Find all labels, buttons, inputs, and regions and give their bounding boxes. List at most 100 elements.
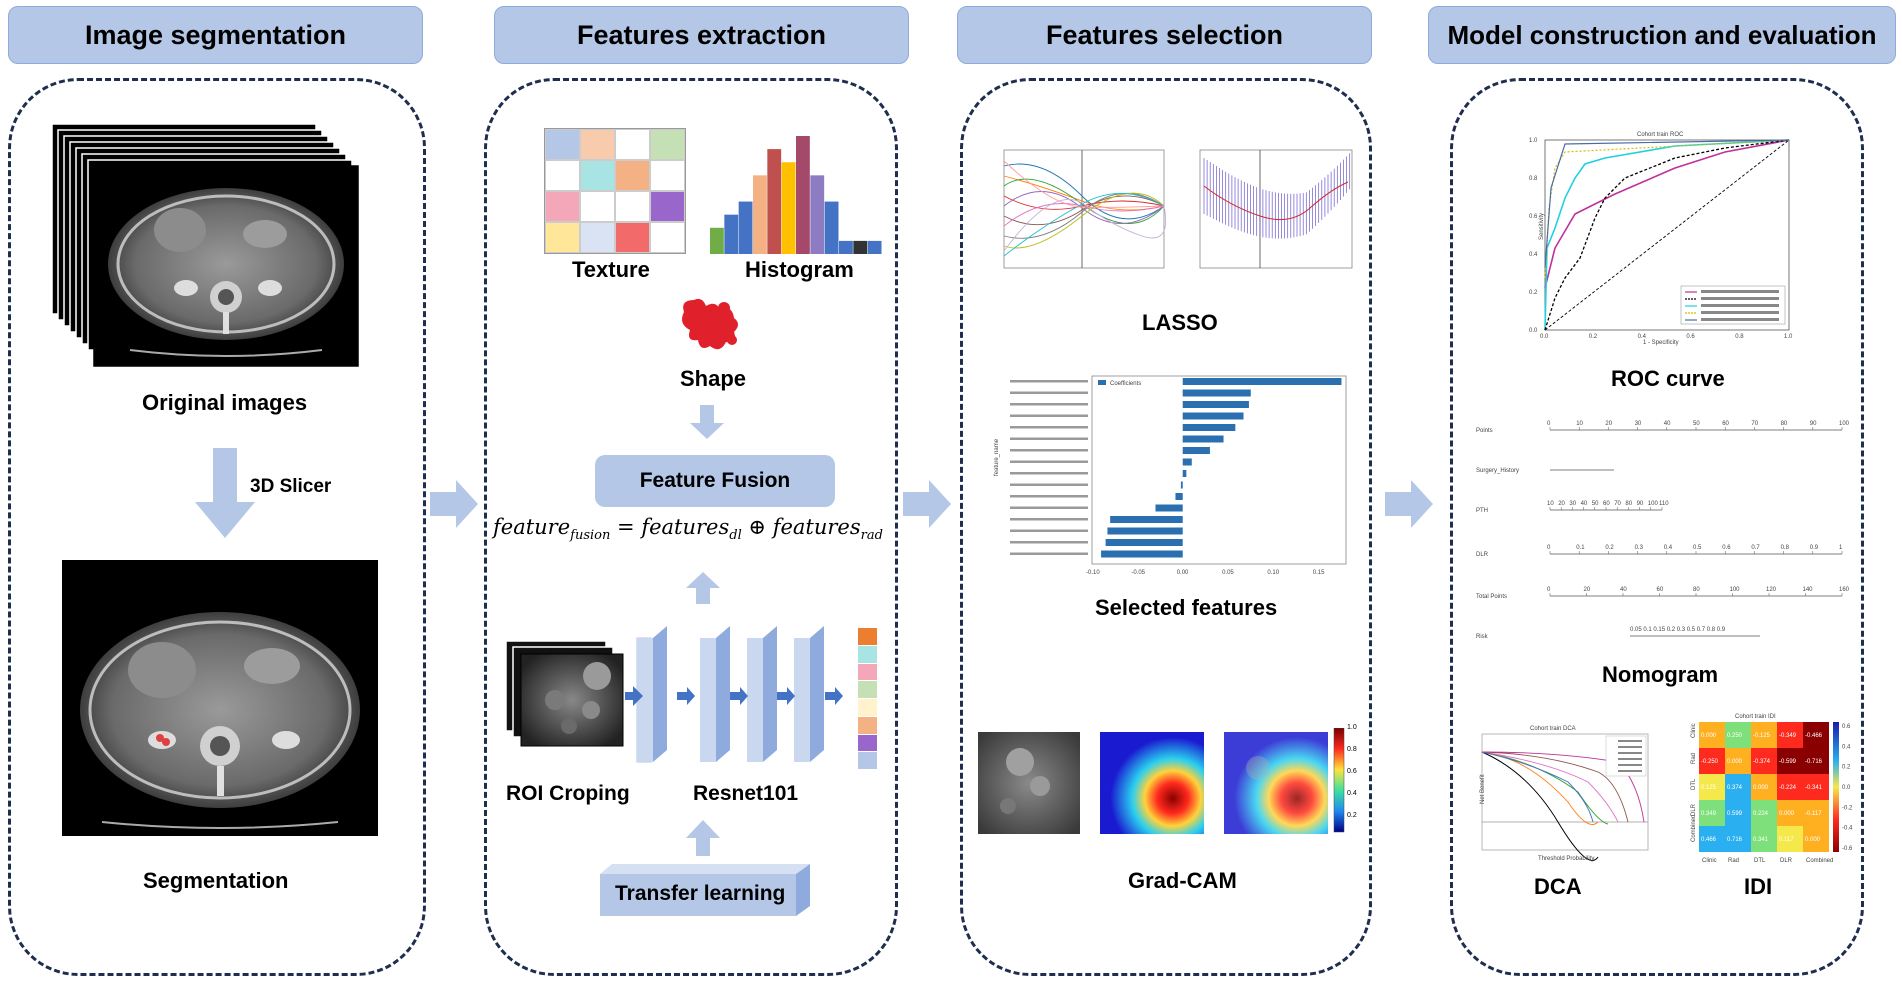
- selected-features-label: Selected features: [1095, 595, 1278, 620]
- texture-cell: [650, 129, 685, 160]
- nomogram-row-label: Surgery_History: [1476, 468, 1519, 474]
- idi-cell-value: 0.000: [1753, 785, 1769, 791]
- dca-title: Cohort train DCA: [1530, 726, 1576, 732]
- nomogram-tick-label: 20: [1584, 587, 1591, 593]
- idi-cell: [1725, 800, 1751, 826]
- gradcam-images: [978, 728, 1345, 834]
- idi-cell: [1751, 774, 1777, 800]
- arrow-down-icon: [195, 448, 255, 538]
- nomogram-tick-label: 90: [1637, 501, 1644, 507]
- nomogram-row-label: Total Points: [1476, 594, 1507, 600]
- original-images-label: Original images: [142, 390, 308, 415]
- nomogram-tick-label: 70: [1751, 421, 1758, 427]
- coef-bar: [1110, 516, 1183, 523]
- nomogram-tick-label: 40: [1664, 421, 1671, 427]
- nomogram-row-label: Points: [1476, 428, 1493, 434]
- histogram-bar: [853, 240, 868, 254]
- nomogram-tick-label: 160: [1839, 587, 1850, 593]
- roc-y-tick: 0.8: [1529, 176, 1538, 182]
- idi-colorbar: [1833, 722, 1839, 852]
- coef-tick: -0.10: [1086, 570, 1100, 576]
- nomogram-tick-label: 0.9: [1810, 545, 1819, 551]
- eq-op: ⊕: [741, 515, 773, 539]
- histogram-bar: [710, 227, 724, 254]
- texture-cell: [615, 160, 650, 191]
- idi-cell-value: 0.224: [1753, 811, 1769, 817]
- idi-colorbar-tick: -0.6: [1842, 846, 1853, 852]
- histogram-bar: [724, 214, 739, 254]
- feature-vector-cell: [858, 752, 877, 770]
- coef-tick: 0.05: [1222, 570, 1234, 576]
- coef-tick: 0.10: [1267, 570, 1279, 576]
- idi-cell-value: -0.466: [1805, 733, 1823, 739]
- nomogram-tick-label: 120: [1766, 587, 1777, 593]
- segmented-ct-image: [62, 560, 378, 836]
- idi-cell: [1803, 800, 1829, 826]
- shape-label: Shape: [680, 366, 747, 391]
- coef-bar: [1180, 481, 1183, 489]
- nomogram-tick-label: 30: [1569, 501, 1576, 507]
- idi-colorbar-tick: 0.6: [1842, 724, 1851, 730]
- roc-x-tick: 0.4: [1638, 334, 1647, 340]
- nomogram-tick-label: 0: [1547, 545, 1551, 551]
- nomogram-tick-label: 0: [1547, 587, 1551, 593]
- roi-image-stack: [505, 640, 624, 747]
- idi-label: IDI: [1744, 874, 1773, 899]
- nomogram-tick-label: 50: [1693, 421, 1700, 427]
- eq-term1: features: [641, 515, 730, 539]
- idi-cell-value: -0.250: [1701, 759, 1719, 765]
- coef-legend-text: Coefficients: [1110, 381, 1141, 387]
- header-text: Features extraction: [576, 19, 827, 50]
- feature-vector: [858, 628, 877, 770]
- nomogram-tick-label: 0.8: [1781, 545, 1790, 551]
- idi-cell: [1803, 722, 1829, 748]
- eq-term2: features: [772, 515, 861, 539]
- nomogram-tick-label: 10: [1576, 421, 1583, 427]
- texture-cell: [545, 129, 580, 160]
- texture-cell: [545, 160, 580, 191]
- lasso-cv-error-plot: [1199, 149, 1353, 269]
- idi-cell-value: 0.374: [1727, 785, 1743, 791]
- idi-cell-value: 0.117: [1779, 837, 1794, 843]
- idi-cell: [1777, 748, 1803, 774]
- idi-x-label: DTL: [1754, 858, 1766, 862]
- idi-cell-value: 0.599: [1727, 811, 1743, 817]
- arrow-up-icon: [686, 820, 720, 856]
- coef-bar: [1182, 435, 1224, 443]
- nomogram-tick-label: 80: [1781, 421, 1788, 427]
- idi-cell: [1777, 722, 1803, 748]
- nomogram-tick-label: 80: [1693, 587, 1700, 593]
- resnet101-label: Resnet101: [693, 782, 799, 805]
- feature-vector-cell: [858, 645, 877, 664]
- roc-xlabel: 1 - Specificity: [1643, 340, 1679, 346]
- histogram-bar: [767, 149, 782, 254]
- feature-vector-cell: [858, 716, 877, 735]
- roc-y-tick: 0.6: [1529, 214, 1538, 220]
- arrow-right-icon: [430, 480, 478, 528]
- roc-x-tick: 0.8: [1735, 334, 1744, 340]
- idi-colorbar-tick: 0.2: [1842, 765, 1851, 771]
- idi-x-label: Clinic: [1702, 858, 1717, 862]
- nomogram-tick-label: 60: [1657, 587, 1664, 593]
- arrow-down-icon: [690, 405, 724, 439]
- histogram-bar: [796, 136, 810, 254]
- histogram-chart: [710, 136, 882, 254]
- roc-x-tick: 0.6: [1686, 334, 1695, 340]
- idi-cell-value: -0.341: [1805, 785, 1823, 791]
- texture-cell: [580, 222, 615, 253]
- idi-cell: [1777, 800, 1803, 826]
- header-features-extraction: Features extraction: [494, 6, 909, 64]
- eq-lhs-sub: fusion: [570, 528, 611, 544]
- coef-bar: [1175, 493, 1183, 500]
- dca-plot: Cohort train DCA Threshold Probability N…: [1480, 726, 1649, 862]
- nomogram-tick-label: 40: [1620, 587, 1627, 593]
- nomogram-tick-label: 70: [1614, 501, 1621, 507]
- coef-feature-label: [1010, 495, 1088, 498]
- colorbar-tick: 0.6: [1347, 768, 1357, 775]
- lasso-coefficient-path-plot: [1003, 149, 1167, 269]
- dca-label: DCA: [1534, 874, 1582, 899]
- roc-x-tick: 0.0: [1540, 334, 1549, 340]
- nomogram-tick-label: 0.6: [1722, 545, 1731, 551]
- idi-cell-value: 0.000: [1805, 837, 1821, 843]
